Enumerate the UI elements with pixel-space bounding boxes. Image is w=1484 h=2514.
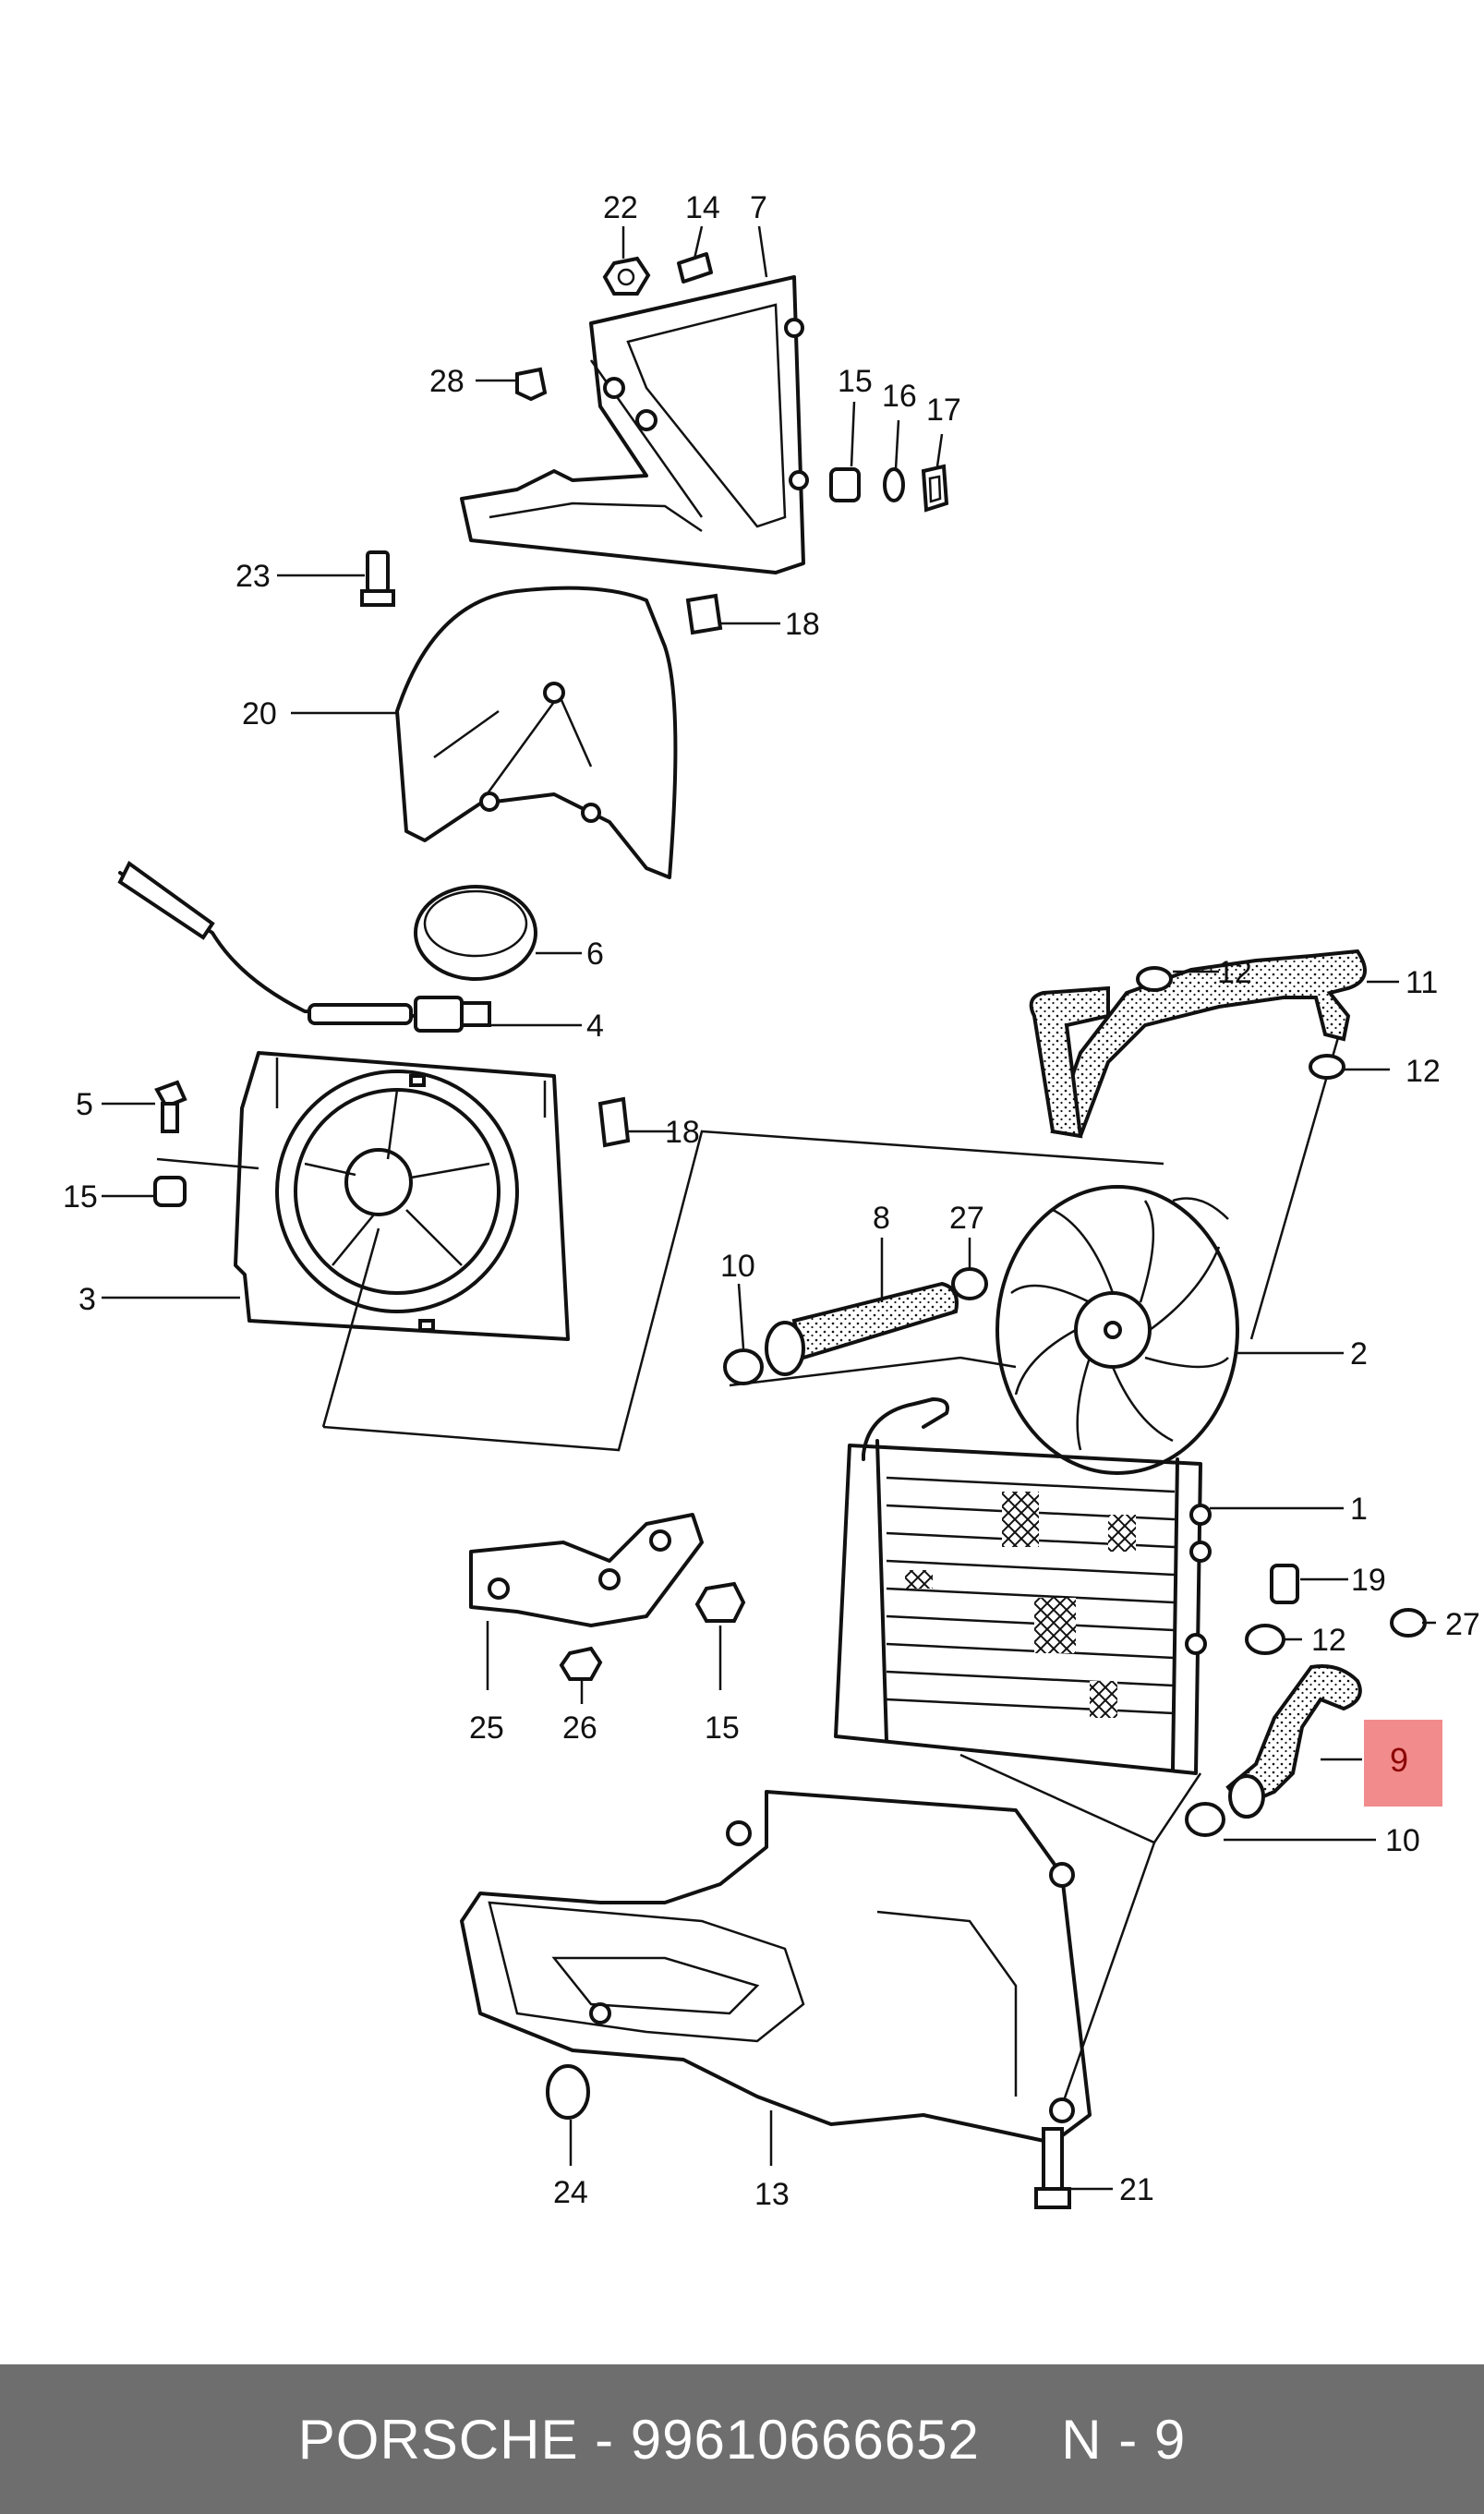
callout-26[interactable]: 26 xyxy=(562,1710,597,1746)
clip-part-28 xyxy=(515,367,548,402)
brand-name: PORSCHE xyxy=(297,2408,579,2471)
callout-22[interactable]: 22 xyxy=(603,190,638,225)
clip-part-18-top xyxy=(685,593,723,635)
callout-13[interactable]: 13 xyxy=(754,2177,790,2212)
callout-18[interactable]: 18 xyxy=(665,1115,700,1150)
bolt-part-5 xyxy=(154,1080,187,1133)
footer-caption: PORSCHE - 99610666652 N - 9 xyxy=(298,2408,1187,2472)
hose-part-11 xyxy=(1029,949,1367,1139)
grommet-part-24 xyxy=(546,2064,590,2120)
footer-bar: PORSCHE - 99610666652 N - 9 xyxy=(0,2364,1484,2514)
clip-part-14 xyxy=(677,252,713,284)
radiator-part-1 xyxy=(834,1397,1212,1775)
callout-19[interactable]: 19 xyxy=(1351,1563,1386,1598)
seal-part-17 xyxy=(921,464,949,513)
fan-frame-part-3 xyxy=(234,1051,570,1341)
callout-27[interactable]: 27 xyxy=(949,1201,984,1236)
air-duct-part-13 xyxy=(460,1790,1092,2145)
callout-15[interactable]: 15 xyxy=(63,1179,98,1215)
callout-11[interactable]: 11 xyxy=(1406,965,1438,1000)
callout-17[interactable]: 17 xyxy=(926,393,961,428)
grommet-part-15-mid xyxy=(153,1176,187,1207)
callout-15[interactable]: 15 xyxy=(838,364,873,399)
bolt-part-23 xyxy=(360,550,395,607)
ring-part-6 xyxy=(414,885,537,981)
clamp-part-10-bottom xyxy=(1185,1802,1225,1837)
fan-part-2 xyxy=(995,1185,1239,1475)
callout-3[interactable]: 3 xyxy=(78,1282,96,1317)
clamp-part-10-top xyxy=(723,1348,764,1385)
grommet-part-15-top xyxy=(829,467,861,502)
cap-part-19 xyxy=(1270,1564,1299,1604)
callout-labels: 22 14 7 28 15 16 17 23 18 20 6 4 12 11 1… xyxy=(63,190,1480,2212)
callout-5[interactable]: 5 xyxy=(76,1087,93,1122)
air-shroud-part-20 xyxy=(395,586,678,879)
callout-24[interactable]: 24 xyxy=(553,2175,588,2210)
callout-21[interactable]: 21 xyxy=(1119,2172,1154,2207)
screw-part-21 xyxy=(1034,2127,1071,2209)
callout-8[interactable]: 8 xyxy=(873,1201,890,1236)
highlight-box xyxy=(1364,1720,1442,1807)
callout-2[interactable]: 2 xyxy=(1350,1336,1368,1372)
nut-part-22 xyxy=(602,256,651,296)
callout-12[interactable]: 12 xyxy=(1406,1054,1441,1089)
diagram-reference: N - 9 xyxy=(1061,2408,1187,2471)
callout-4[interactable]: 4 xyxy=(586,1009,604,1044)
callout-23[interactable]: 23 xyxy=(235,559,271,594)
nut-part-26 xyxy=(559,1646,603,1681)
spacer xyxy=(980,2409,1061,2471)
separator: - xyxy=(578,2408,631,2471)
callout-28[interactable]: 28 xyxy=(429,364,465,399)
parts-diagram: 22 14 7 28 15 16 17 23 18 20 6 4 12 11 1… xyxy=(63,190,1480,2212)
callout-14[interactable]: 14 xyxy=(685,190,720,225)
washer-part-16 xyxy=(883,467,905,502)
bracket-part-7 xyxy=(460,275,809,574)
callout-18[interactable]: 18 xyxy=(785,607,820,642)
callout-1[interactable]: 1 xyxy=(1350,1492,1368,1527)
callout-7[interactable]: 7 xyxy=(750,190,767,225)
callout-12[interactable]: 12 xyxy=(1217,955,1252,990)
clamp-part-12-a xyxy=(1136,966,1173,992)
callout-16[interactable]: 16 xyxy=(882,379,917,414)
clamp-part-27-top xyxy=(951,1267,988,1300)
sensor-part-4 xyxy=(117,861,491,1033)
clamp-part-12-c xyxy=(1245,1624,1285,1655)
callout-9[interactable]: 9 xyxy=(1390,1741,1408,1779)
hose-part-9 xyxy=(1225,1664,1362,1819)
part-number: 99610666652 xyxy=(630,2408,980,2471)
clip-part-18-mid xyxy=(597,1096,631,1148)
clamp-part-27-bottom xyxy=(1390,1608,1427,1638)
callout-12[interactable]: 12 xyxy=(1311,1623,1346,1658)
callout-27[interactable]: 27 xyxy=(1445,1607,1480,1642)
callout-6[interactable]: 6 xyxy=(586,937,604,972)
callout-20[interactable]: 20 xyxy=(242,696,277,731)
bracket-part-25 xyxy=(469,1513,704,1627)
hose-part-8 xyxy=(765,1281,959,1376)
callout-25[interactable]: 25 xyxy=(469,1710,504,1746)
callout-15[interactable]: 15 xyxy=(705,1710,740,1746)
leader-lines xyxy=(102,225,1436,2191)
callout-10[interactable]: 10 xyxy=(1385,1823,1420,1858)
callout-10[interactable]: 10 xyxy=(720,1249,755,1284)
nut-part-15-bottom xyxy=(694,1581,746,1623)
clamp-part-12-b xyxy=(1309,1054,1345,1080)
